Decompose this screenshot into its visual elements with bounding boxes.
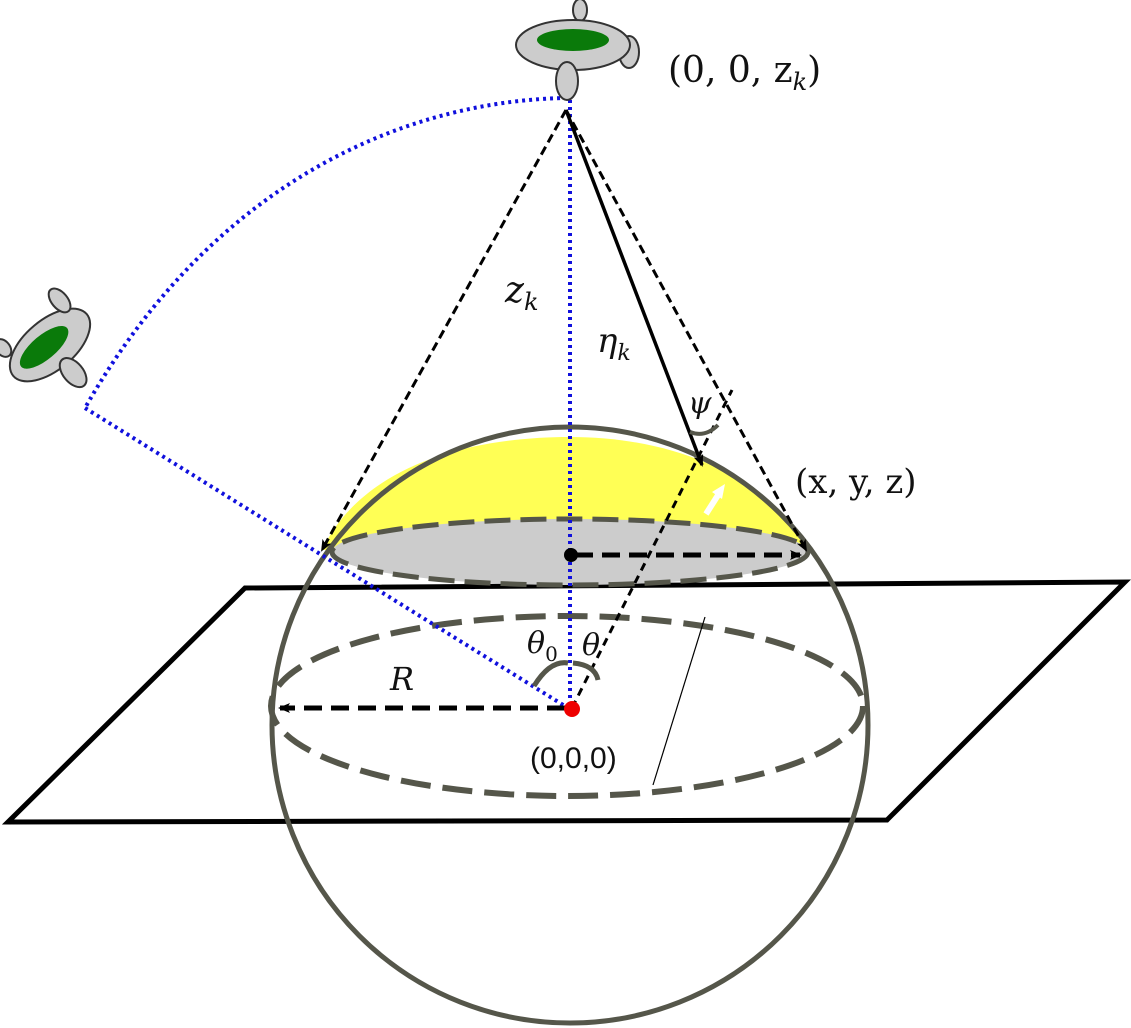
theta0-arc [531, 660, 569, 688]
surface-normal-arrowhead [712, 484, 725, 499]
radius-label: R [389, 660, 414, 698]
altitude-label: zk [504, 270, 539, 316]
orbit-arc [83, 96, 568, 409]
satellite-position-label: (0, 0, zk) [668, 50, 821, 96]
psi-label: ψ [688, 386, 712, 421]
eta-k-vector [564, 109, 704, 467]
origin-label: (0,0,0) [530, 742, 617, 775]
satellite-icon [515, 0, 640, 101]
psi-arc [689, 423, 720, 436]
user-position-label: (x, y, z) [795, 462, 917, 502]
origin-point [564, 701, 580, 717]
sphere-guide-line [652, 616, 706, 786]
theta-ray [570, 389, 734, 709]
theta0-label: θ0 [527, 626, 558, 666]
earth-sphere [269, 424, 871, 1026]
theta-arc [572, 660, 601, 681]
coverage-center-point [564, 548, 578, 562]
theta-label: θ [582, 628, 600, 663]
distance-label: ηk [597, 321, 631, 366]
satellite-icon [0, 287, 92, 389]
